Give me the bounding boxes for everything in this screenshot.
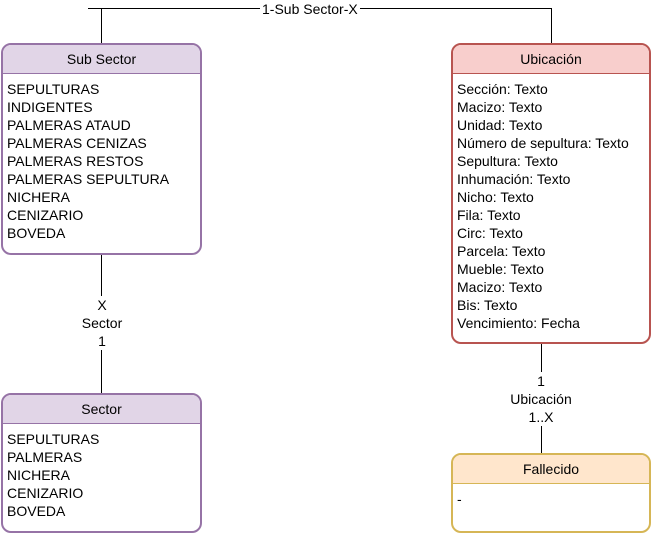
attribute-row: PALMERAS CENIZAS	[7, 135, 147, 151]
attribute-row: Inhumación: Texto	[457, 171, 571, 187]
attribute-row: PALMERAS ATAUD	[7, 117, 131, 133]
attribute-row: Nicho: Texto	[457, 189, 534, 205]
attribute-row: SEPULTURAS	[7, 81, 100, 97]
attribute-row: SEPULTURAS	[7, 431, 100, 447]
entity-sub-sector[interactable]: Sub Sector SEPULTURAS INDIGENTES PALMERA…	[1, 43, 202, 255]
attribute-row: PALMERAS SEPULTURA	[7, 171, 170, 187]
relation-name: Ubicación	[510, 391, 572, 407]
relation-cardinality-bottom: 1..X	[528, 409, 554, 425]
relation-cardinality-top: X	[97, 297, 107, 313]
attribute-row: Macizo: Texto	[457, 99, 543, 115]
attribute-row: Fila: Texto	[457, 207, 521, 223]
attribute-row: Sección: Texto	[457, 81, 548, 97]
entity-attributes: -	[453, 484, 649, 508]
attribute-row: CENIZARIO	[7, 207, 84, 223]
entity-attributes: SEPULTURAS INDIGENTES PALMERAS ATAUD PAL…	[3, 74, 200, 242]
entity-title: Ubicación	[453, 45, 649, 74]
relation-cardinality-bottom: 1	[98, 333, 106, 349]
attribute-row: BOVEDA	[7, 225, 66, 241]
entity-ubicacion[interactable]: Ubicación Sección: Texto Macizo: Texto U…	[451, 43, 651, 344]
entity-title: Fallecido	[453, 455, 649, 484]
attribute-row: Sepultura: Texto	[457, 153, 558, 169]
relation-cardinality-top: 1	[537, 373, 545, 389]
connector-top-left-vertical	[101, 8, 102, 44]
attribute-row: Número de sepultura: Texto	[457, 135, 629, 151]
entity-title: Sector	[3, 395, 200, 424]
entity-attributes: Sección: Texto Macizo: Texto Unidad: Tex…	[453, 74, 649, 332]
attribute-row: Mueble: Texto	[457, 261, 544, 277]
attribute-row: BOVEDA	[7, 503, 66, 519]
entity-title: Sub Sector	[3, 45, 200, 74]
attribute-row: NICHERA	[7, 467, 71, 483]
attribute-row: INDIGENTES	[7, 99, 93, 115]
relation-name: Sector	[81, 315, 123, 331]
relation-label-subsector-ubicacion: 1-Sub Sector-X	[260, 0, 360, 18]
attribute-row: -	[457, 491, 462, 507]
relation-label-ubicacion-fallecido: 1 Ubicación 1..X	[501, 372, 581, 426]
attribute-row: NICHERA	[7, 189, 71, 205]
attribute-row: Bis: Texto	[457, 297, 518, 313]
attribute-row: Parcela: Texto	[457, 243, 546, 259]
attribute-row: PALMERAS RESTOS	[7, 153, 144, 169]
attribute-row: Unidad: Texto	[457, 117, 543, 133]
attribute-row: CENIZARIO	[7, 485, 84, 501]
entity-fallecido[interactable]: Fallecido -	[451, 453, 651, 533]
entity-sector[interactable]: Sector SEPULTURAS PALMERAS NICHERA CENIZ…	[1, 393, 202, 533]
entity-attributes: SEPULTURAS PALMERAS NICHERA CENIZARIO BO…	[3, 424, 200, 520]
attribute-row: Macizo: Texto	[457, 279, 543, 295]
attribute-row: PALMERAS	[7, 449, 83, 465]
relation-label-subsector-sector: X Sector 1	[70, 296, 134, 350]
connector-top-right-vertical	[551, 8, 552, 44]
attribute-row: Circ: Texto	[457, 225, 523, 241]
attribute-row: Vencimiento: Fecha	[457, 315, 580, 331]
